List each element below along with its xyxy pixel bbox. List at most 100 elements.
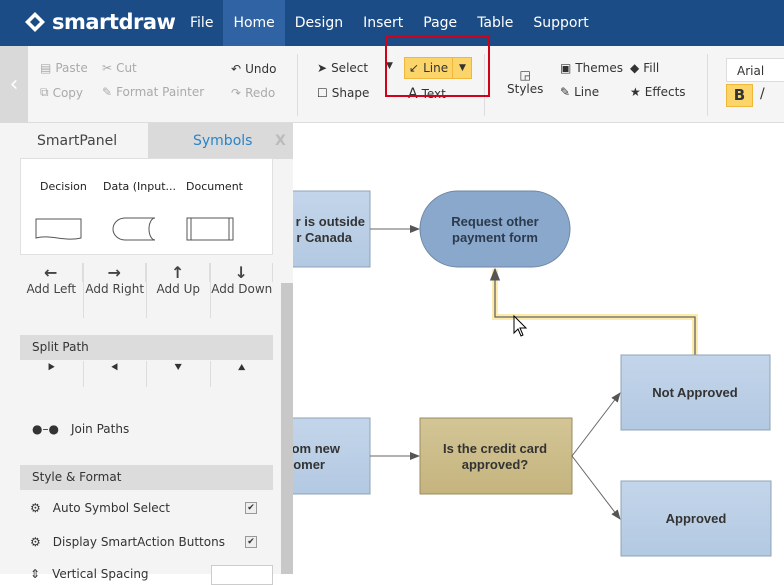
- format-painter-label: Format Painter: [116, 85, 205, 99]
- split-up-icon[interactable]: ⯅: [236, 361, 247, 376]
- close-panel-button[interactable]: X: [275, 133, 286, 149]
- style-format-header: Style & Format: [20, 465, 273, 490]
- menu-insert[interactable]: Insert: [363, 15, 404, 31]
- gears-icon: ⚙: [30, 535, 41, 549]
- auto-symbol-select-checkbox[interactable]: ✔: [245, 502, 257, 514]
- display-smartaction-checkbox[interactable]: ✔: [245, 536, 257, 548]
- shape-approved[interactable]: Approved: [620, 480, 772, 557]
- shape-button[interactable]: ☐Shape: [317, 86, 369, 100]
- diagram-canvas[interactable]: r is outside r Canada Request other paym…: [0, 123, 784, 574]
- bold-button[interactable]: B: [726, 84, 753, 107]
- collapse-panel-button[interactable]: ‹: [0, 46, 28, 123]
- logo[interactable]: smartdraw: [24, 10, 176, 34]
- split-path-row: ⯈ ⯇ ⯆ ⯅: [20, 361, 273, 387]
- tab-smartpanel[interactable]: SmartPanel: [0, 123, 148, 159]
- menu-support[interactable]: Support: [533, 15, 589, 31]
- symbol-library: Decision Data (Input... Document: [20, 158, 273, 255]
- text-label: Text: [421, 87, 446, 101]
- connector-line-selected[interactable]: [489, 267, 696, 355]
- effects-button[interactable]: ★Effects: [630, 85, 686, 99]
- vertical-spacing-input[interactable]: [211, 565, 273, 585]
- line-style-label: Line: [574, 85, 600, 99]
- symbol-decision[interactable]: Decision: [40, 180, 87, 193]
- menu-table[interactable]: Table: [477, 15, 514, 31]
- fill-label: Fill: [643, 61, 660, 75]
- format-painter-button[interactable]: ✎Format Painter: [102, 85, 204, 99]
- add-left-button[interactable]: ←Add Left: [20, 263, 84, 318]
- styles-button[interactable]: ◲Styles: [507, 68, 543, 96]
- add-left-label: Add Left: [26, 282, 77, 296]
- themes-icon: ▣: [560, 61, 572, 75]
- split-left-icon[interactable]: ⯇: [84, 361, 147, 387]
- split-down-icon[interactable]: ⯆: [147, 361, 211, 387]
- arrow-right-icon: →: [84, 263, 146, 282]
- tab-symbols[interactable]: Symbols: [148, 123, 293, 159]
- undo-label: Undo: [245, 62, 277, 76]
- select-button[interactable]: ➤Select: [317, 61, 368, 75]
- connector-line[interactable]: [571, 455, 621, 520]
- redo-icon: ↷: [231, 86, 242, 100]
- styles-label: Styles: [507, 82, 544, 96]
- undo-icon: ↶: [231, 62, 242, 76]
- menu-design[interactable]: Design: [294, 15, 344, 31]
- shape-text: Is the credit card: [443, 441, 547, 456]
- paste-icon: ▤: [40, 61, 52, 75]
- copy-button[interactable]: ⧉Copy: [40, 85, 83, 100]
- menu-page[interactable]: Page: [423, 15, 458, 31]
- symbol-document[interactable]: Document: [186, 180, 243, 193]
- symbol-shapes-row[interactable]: [35, 216, 255, 242]
- add-right-button[interactable]: →Add Right: [84, 263, 147, 318]
- styles-icon: ◲: [519, 68, 531, 82]
- add-up-button[interactable]: ↑Add Up: [147, 263, 211, 318]
- line-style-button[interactable]: ✎Line: [560, 85, 599, 99]
- line-label: Line: [423, 61, 449, 75]
- menu-file[interactable]: File: [190, 15, 214, 31]
- undo-button[interactable]: ↶Undo: [231, 62, 276, 76]
- connector-line[interactable]: [571, 392, 621, 457]
- copy-label: Copy: [52, 85, 84, 100]
- symbol-data[interactable]: Data (Input...: [103, 180, 177, 193]
- shape-text: r Canada: [296, 230, 352, 245]
- cut-button[interactable]: ✂Cut: [102, 61, 137, 75]
- arrow-left-icon: ←: [20, 263, 83, 282]
- themes-button[interactable]: ▣Themes: [560, 61, 623, 75]
- add-up-label: Add Up: [156, 282, 200, 296]
- italic-button[interactable]: /: [760, 86, 765, 102]
- option-label: Display SmartAction Buttons: [52, 535, 225, 549]
- add-down-label: Add Down: [211, 282, 273, 296]
- add-shape-row: ←Add Left →Add Right ↑Add Up ↓Add Down: [20, 263, 273, 318]
- fill-bucket-icon: ◆: [630, 61, 640, 75]
- vertical-spacing-option: ⇕Vertical Spacing: [30, 567, 149, 581]
- split-path-header: Split Path: [20, 335, 273, 360]
- line-tool: ↙Line: [409, 61, 448, 75]
- split-right-icon[interactable]: ⯈: [20, 361, 84, 387]
- mouse-cursor-icon: [513, 314, 528, 337]
- scissors-icon: ✂: [102, 61, 113, 75]
- menu-home[interactable]: Home: [223, 0, 285, 46]
- line-dropdown[interactable]: ▼: [452, 58, 472, 78]
- themes-label: Themes: [575, 61, 623, 75]
- shape-label: Shape: [331, 86, 370, 100]
- select-label: Select: [331, 61, 369, 75]
- font-select[interactable]: Arial: [726, 58, 784, 82]
- shape-request-other-payment[interactable]: Request other payment form: [419, 190, 571, 268]
- arrow-up-icon: ↑: [147, 263, 210, 282]
- effects-label: Effects: [644, 85, 686, 99]
- panel-scrollbar[interactable]: [281, 283, 293, 574]
- edit-icon: ✎: [560, 85, 571, 99]
- line-button[interactable]: ↙Line ▼: [404, 57, 472, 79]
- select-dropdown[interactable]: ▼: [386, 61, 393, 71]
- redo-button[interactable]: ↷Redo: [231, 86, 275, 100]
- paste-button[interactable]: ▤Paste: [40, 61, 88, 75]
- selection-glow: [492, 269, 698, 355]
- shape-not-approved[interactable]: Not Approved: [620, 354, 771, 431]
- star-icon: ★: [630, 85, 641, 99]
- join-paths-button[interactable]: ●–●Join Paths: [32, 422, 129, 436]
- fill-button[interactable]: ◆Fill: [630, 61, 659, 75]
- line-icon: ↙: [409, 61, 420, 75]
- shape-decision-credit-card[interactable]: Is the credit card approved?: [419, 417, 573, 495]
- app-header: smartdraw File Home Design Insert Page T…: [0, 0, 784, 46]
- shape-text: payment form: [452, 230, 538, 245]
- add-down-button[interactable]: ↓Add Down: [211, 263, 273, 318]
